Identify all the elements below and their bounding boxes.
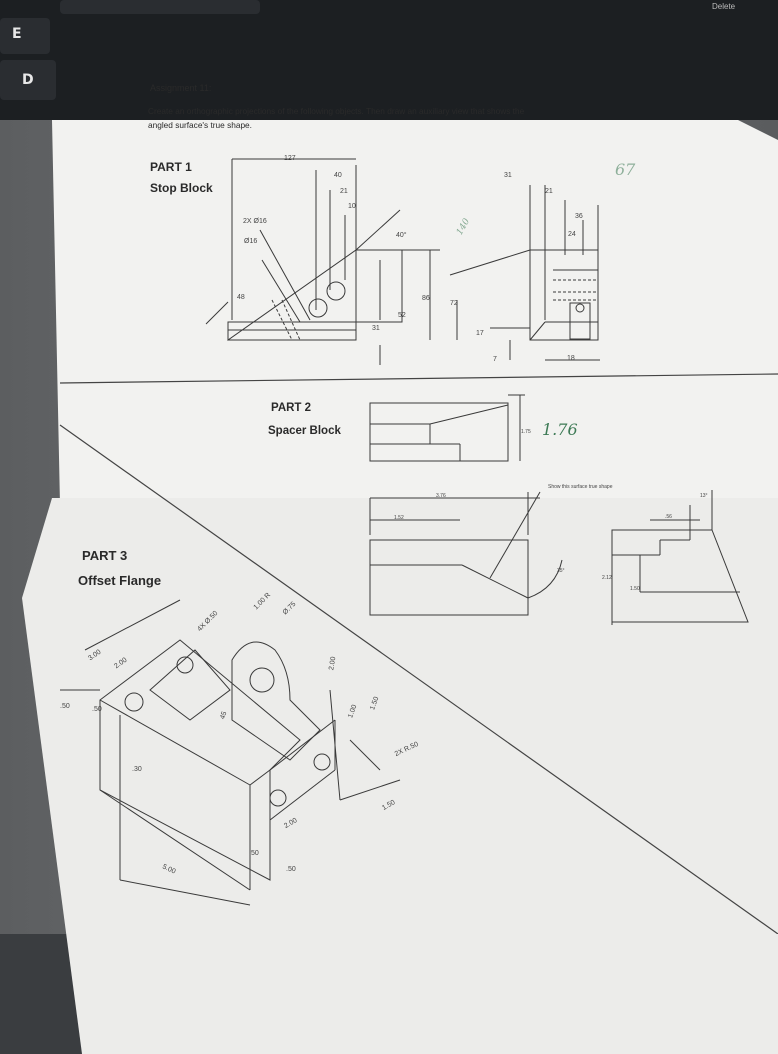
dimension-label: 24 [568,231,576,238]
stop-block-side-view [449,185,600,361]
dimension-label: 18 [567,355,575,362]
dimension-label: 40° [396,232,407,239]
dimension-label: 31 [372,325,380,332]
dimension-label: Ø16 [244,238,258,245]
dimension-label: 86 [422,295,430,302]
dimension-label: .50 [92,706,102,713]
dimension-label: 31 [504,172,512,179]
dimension-label: .50 [249,850,259,857]
part2-name: Spacer Block [268,425,341,437]
keyboard-key [60,0,260,14]
technical-drawings [59,158,778,906]
dimension-label: 2X Ø16 [243,218,267,225]
handwritten-note: 1.76 [542,420,578,439]
part1-name: Stop Block [150,181,213,195]
dimension-label: 52 [398,312,406,319]
spacer-block-front-view [369,491,563,616]
dimension-label: 21 [340,188,348,195]
dimension-label: 1.52 [394,515,404,521]
dimension-label: 1.75 [521,429,531,435]
dimension-label: 7 [493,356,497,363]
spacer-block-auxiliary-view [611,490,749,625]
dimension-label: .56 [665,514,672,520]
dimension-label: .50 [60,703,70,710]
dimension-label: 10 [348,203,356,210]
keyboard-background: E D Delete [0,0,778,120]
dimension-label: 17 [476,330,484,337]
spacer-block-top-view [369,394,525,462]
worksheet-page-top [52,120,778,505]
surface-note: Show this surface true shape [548,484,613,490]
keyboard-key: E [0,18,50,54]
part3-label: PART 3 [82,548,128,563]
dimension-label: 40 [334,172,342,179]
dimension-label: 48 [237,294,245,301]
part3-name: Offset Flange [78,573,162,588]
dimension-label: .50 [286,866,296,873]
dimension-label: 2.12 [602,575,612,581]
stop-block-front-view [205,158,440,365]
assignment-instructions-line1: Create an orthographic projections of th… [148,106,525,116]
dimension-label: 35° [557,568,565,574]
dimension-label: .30 [132,766,142,773]
assignment-title: Assignment 11: [150,83,212,93]
assignment-instructions-line2: angled surface's true shape. [148,120,252,130]
dimension-label: 72 [450,300,458,307]
keyboard-key: D [0,60,56,100]
desk-background [0,120,778,1054]
handwritten-note: 67 [615,160,636,179]
offset-flange-isometric [60,599,401,906]
dimension-label: 127 [284,155,296,162]
dimension-label: 13° [700,493,708,499]
part1-label: PART 1 [150,160,192,174]
dimension-label: 1.50 [630,586,640,592]
dimension-label: 36 [575,213,583,220]
dimension-label: 3.76 [436,493,446,499]
dimension-label: 21 [545,188,553,195]
delete-key-label: Delete [712,2,736,11]
part2-label: PART 2 [271,402,312,414]
